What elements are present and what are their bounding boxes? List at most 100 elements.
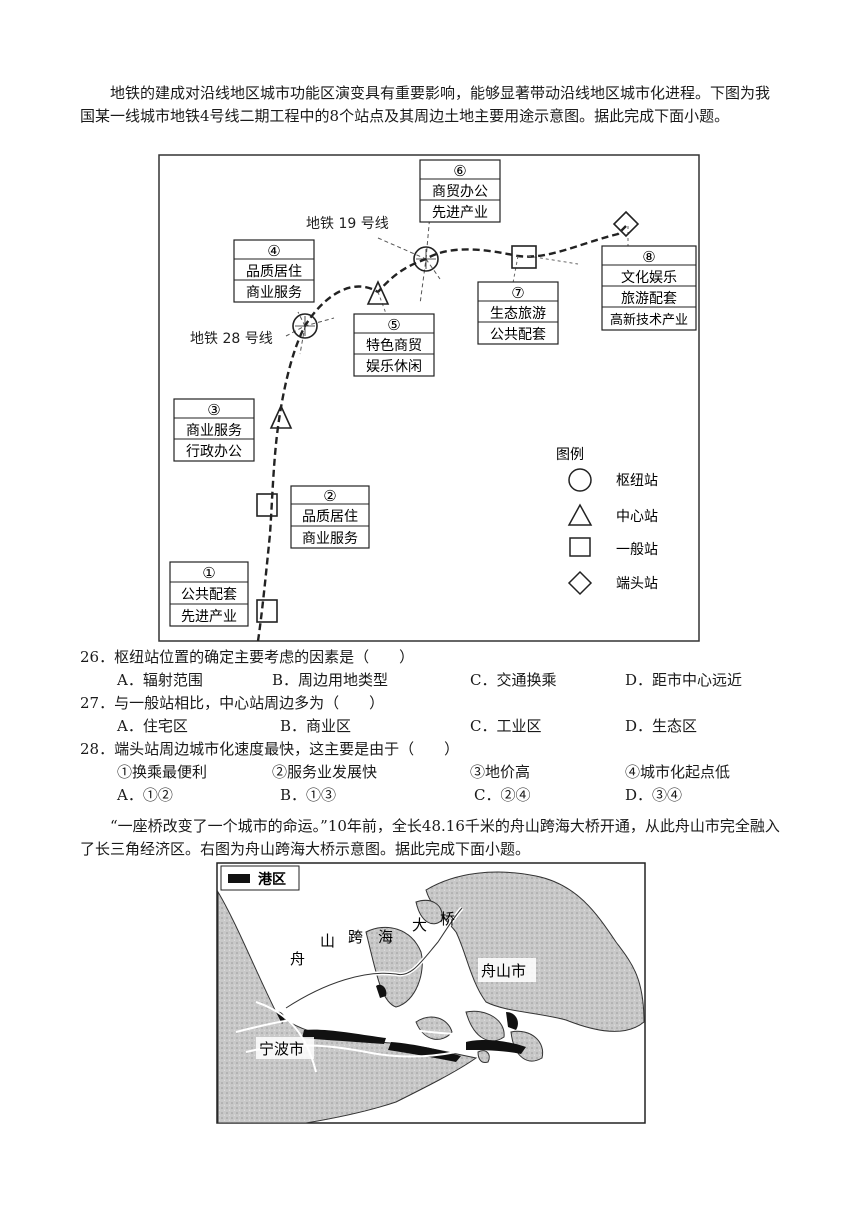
svg-text:④: ④ — [267, 242, 280, 260]
port-area — [506, 1012, 518, 1030]
general-station-icon — [256, 599, 278, 623]
port-legend-swatch — [228, 874, 250, 883]
svg-text:生态旅游: 生态旅游 — [490, 306, 546, 322]
bridge-label-char: 桥 — [440, 910, 455, 928]
hub-station-icon — [292, 313, 318, 339]
q26-option-a[interactable]: A．辐射范围 — [117, 671, 203, 689]
connector-lines — [377, 226, 629, 320]
svg-text:先进产业: 先进产业 — [181, 609, 237, 625]
svg-text:商贸办公: 商贸办公 — [432, 184, 488, 200]
island — [477, 1050, 490, 1063]
svg-text:②: ② — [323, 487, 336, 505]
svg-text:商业服务: 商业服务 — [186, 423, 242, 439]
q28-option-a[interactable]: A．①② — [117, 786, 173, 804]
q26-option-b[interactable]: B．周边用地类型 — [272, 671, 389, 689]
svg-text:中心站: 中心站 — [616, 509, 658, 525]
ningbo-label: 宁波市 — [259, 1040, 304, 1058]
question-26-stem: 26．枢纽站位置的确定主要考虑的因素是（ ） — [80, 648, 415, 666]
svg-text:品质居住: 品质居住 — [246, 264, 302, 280]
q28-option-d[interactable]: D．③④ — [625, 786, 683, 804]
svg-text:文化娱乐: 文化娱乐 — [621, 270, 677, 286]
island — [365, 926, 423, 1008]
svg-text:港区: 港区 — [258, 871, 286, 888]
bridge-label-char: 海 — [378, 928, 393, 946]
legend-general-icon — [569, 537, 591, 557]
station-box-1: ① 公共配套 先进产业 — [169, 561, 249, 627]
q27-option-c[interactable]: C．工业区 — [470, 717, 542, 735]
line19-label: 地铁 19 号线 — [306, 216, 389, 232]
q28-item-2: ②服务业发展快 — [272, 763, 378, 781]
zhoushan-label: 舟山市 — [481, 962, 526, 980]
general-station-icon — [256, 493, 278, 517]
port-area — [388, 1042, 461, 1062]
port-area — [466, 1039, 526, 1054]
map-frame — [158, 154, 700, 642]
q28-item-1: ①换乘最便利 — [117, 763, 208, 781]
svg-text:⑤: ⑤ — [387, 316, 400, 334]
svg-text:高新技术产业: 高新技术产业 — [610, 312, 688, 328]
svg-text:③: ③ — [207, 401, 220, 419]
svg-text:旅游配套: 旅游配套 — [621, 291, 677, 307]
bridge-label-char: 舟 — [290, 950, 305, 968]
port-area — [302, 1029, 386, 1044]
question-27-stem: 27．与一般站相比，中心站周边多为（ ） — [80, 694, 385, 712]
q28-item-3: ③地价高 — [470, 763, 531, 781]
station-box-2: ② 品质居住 商业服务 — [290, 485, 370, 549]
terminal-station-icon — [612, 210, 640, 238]
zhoushan-bridge-map: 港区 舟 山 跨 海 大 桥 舟山市 宁波市 — [216, 862, 646, 1124]
q28-option-c[interactable]: C．②④ — [474, 786, 531, 804]
center-station-icon — [269, 404, 293, 429]
svg-text:①: ① — [202, 564, 215, 582]
station-box-5: ⑤ 特色商贸 娱乐休闲 — [353, 313, 435, 377]
q26-option-c[interactable]: C．交通换乘 — [470, 671, 557, 689]
station-box-4: ④ 品质居住 商业服务 — [233, 239, 315, 303]
zhoushan-island — [425, 871, 645, 1032]
svg-text:图例: 图例 — [556, 447, 584, 463]
svg-text:特色商贸: 特色商贸 — [366, 337, 422, 354]
question-28-stem: 28．端头站周边城市化速度最快，这主要是由于（ ） — [80, 740, 460, 758]
island — [465, 1010, 505, 1042]
map-legend: 图例 枢纽站 中心站 一般站 端头站 — [556, 447, 658, 596]
svg-text:端头站: 端头站 — [616, 576, 658, 592]
metro-line-map: 地铁 19 号线 地铁 28 号线 ① 公共配套 先进产业 ② 品质居住 商业服… — [158, 154, 700, 642]
svg-text:公共配套: 公共配套 — [181, 587, 237, 603]
q27-option-a[interactable]: A．住宅区 — [117, 717, 188, 735]
q26-option-d[interactable]: D．距市中心远近 — [625, 671, 743, 689]
svg-text:枢纽站: 枢纽站 — [616, 473, 658, 489]
intro-paragraph-2: “一座桥改变了一个城市的命运。”10年前，全长48.16千米的舟山跨海大桥开通，… — [80, 817, 780, 858]
svg-text:公共配套: 公共配套 — [490, 327, 546, 343]
station-box-6: ⑥ 商贸办公 先进产业 — [419, 159, 501, 223]
svg-text:行政办公: 行政办公 — [186, 444, 242, 460]
svg-text:娱乐休闲: 娱乐休闲 — [366, 359, 422, 375]
station-box-3: ③ 商业服务 行政办公 — [173, 398, 255, 462]
station-box-7: ⑦ 生态旅游 公共配套 — [477, 281, 559, 345]
legend-center-icon — [567, 503, 593, 526]
metro-line-4 — [256, 225, 627, 642]
q27-option-d[interactable]: D．生态区 — [625, 717, 698, 735]
bridge-label-char: 跨 — [348, 928, 363, 946]
island — [415, 899, 443, 925]
bridge-label-char: 山 — [320, 932, 335, 950]
q27-option-b[interactable]: B．商业区 — [280, 717, 352, 735]
intro-paragraph-1: 地铁的建成对沿线地区城市功能区演变具有重要影响，能够显著带动沿线地区城市化进程。… — [80, 84, 771, 125]
station-box-8: ⑧ 文化娱乐 旅游配套 高新技术产业 — [601, 245, 697, 331]
svg-text:先进产业: 先进产业 — [432, 205, 488, 221]
q28-item-4: ④城市化起点低 — [625, 763, 731, 781]
legend-hub-icon — [568, 468, 592, 492]
port-area — [376, 984, 387, 998]
svg-text:⑧: ⑧ — [642, 248, 655, 266]
center-station-icon — [366, 280, 390, 305]
svg-text:商业服务: 商业服务 — [246, 285, 302, 301]
svg-text:⑥: ⑥ — [453, 162, 466, 180]
svg-text:品质居住: 品质居住 — [302, 509, 358, 525]
hub-station-icon — [413, 246, 439, 272]
general-station-icon — [511, 245, 537, 269]
bridge-label-char: 大 — [412, 916, 427, 934]
legend-terminal-icon — [567, 570, 593, 596]
svg-text:⑦: ⑦ — [511, 284, 524, 302]
bridge-outline — [285, 907, 463, 1009]
q28-option-b[interactable]: B．①③ — [280, 786, 337, 804]
svg-text:一般站: 一般站 — [616, 542, 658, 558]
svg-text:商业服务: 商业服务 — [302, 531, 358, 547]
line28-label: 地铁 28 号线 — [190, 331, 273, 347]
